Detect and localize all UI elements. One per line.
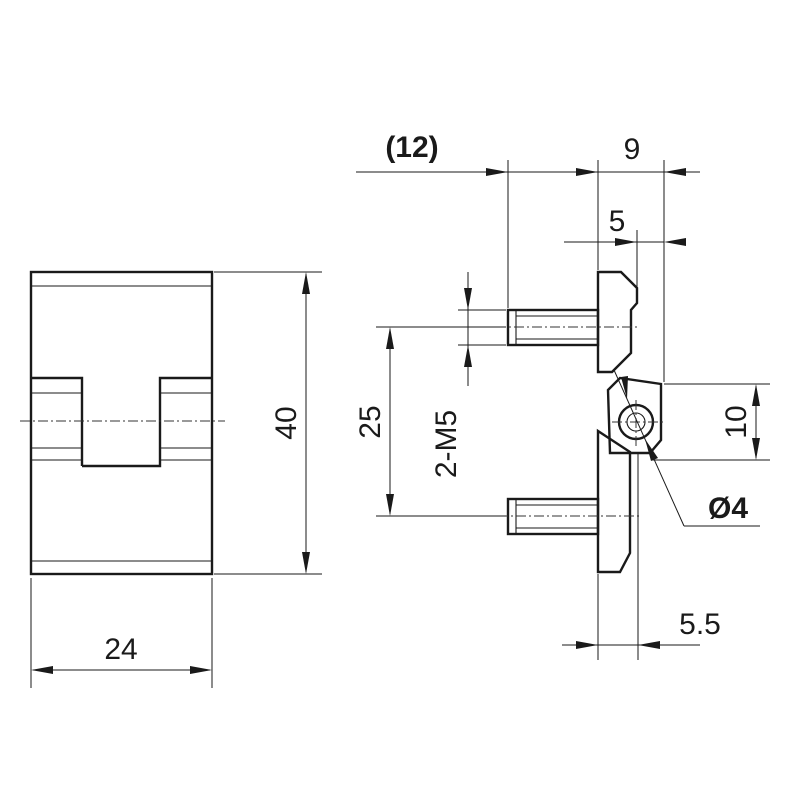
- arrowhead: [576, 641, 598, 649]
- dimension-10: 10: [652, 383, 770, 461]
- dimension-25: 25: [354, 326, 506, 517]
- arrowhead: [31, 666, 53, 674]
- dimension-12-and-9: (12) 9: [356, 131, 700, 382]
- dimension-2-m5: 2-M5: [430, 272, 506, 478]
- arrowhead: [302, 272, 310, 294]
- arrowhead: [302, 552, 310, 574]
- knuckle-outline: [606, 376, 663, 455]
- dimension-label-2-m5: 2-M5: [430, 410, 463, 478]
- upper-leaf-outline: [596, 270, 639, 374]
- dimension-label-diameter-4: Ø4: [708, 492, 748, 525]
- arrowhead: [386, 327, 394, 349]
- dimension-5: 5: [564, 205, 686, 288]
- dimension-label-25: 25: [354, 405, 387, 438]
- dimension-label-40: 40: [270, 406, 303, 439]
- arrowhead: [752, 438, 760, 460]
- front-view-right-knuckle: [82, 376, 212, 468]
- arrowhead: [664, 238, 686, 246]
- upper-threaded-stud: [460, 308, 640, 347]
- dimension-24: 24: [30, 578, 213, 688]
- arrowhead: [576, 168, 598, 176]
- arrowhead: [752, 384, 760, 406]
- dimension-diameter-4: Ø4: [613, 369, 760, 527]
- arrowhead: [386, 494, 394, 516]
- side-view: [460, 270, 665, 574]
- arrowhead: [464, 345, 472, 367]
- arrowhead: [615, 238, 637, 246]
- front-view-outline: [29, 270, 214, 576]
- arrowhead: [638, 641, 660, 649]
- arrowhead: [664, 168, 686, 176]
- stud-body: [506, 308, 600, 347]
- arrowhead: [190, 666, 212, 674]
- dimension-label-5: 5: [609, 205, 626, 238]
- dimension-label-5-5: 5.5: [679, 608, 721, 641]
- front-view: [20, 270, 225, 576]
- dimension-label-12: (12): [385, 131, 438, 164]
- dimension-label-10: 10: [720, 405, 753, 438]
- arrowhead: [621, 376, 628, 399]
- dimension-label-9: 9: [624, 133, 641, 166]
- front-view-left-knuckle: [31, 376, 84, 466]
- arrowhead: [486, 168, 508, 176]
- dimension-40: 40: [214, 271, 322, 575]
- lower-leaf-outline: [596, 428, 632, 574]
- arrowhead: [464, 288, 472, 310]
- lower-threaded-stud: [480, 497, 640, 536]
- dimension-label-24: 24: [104, 633, 137, 666]
- arrowhead: [645, 439, 658, 461]
- dimension-5-5: 5.5: [562, 452, 721, 660]
